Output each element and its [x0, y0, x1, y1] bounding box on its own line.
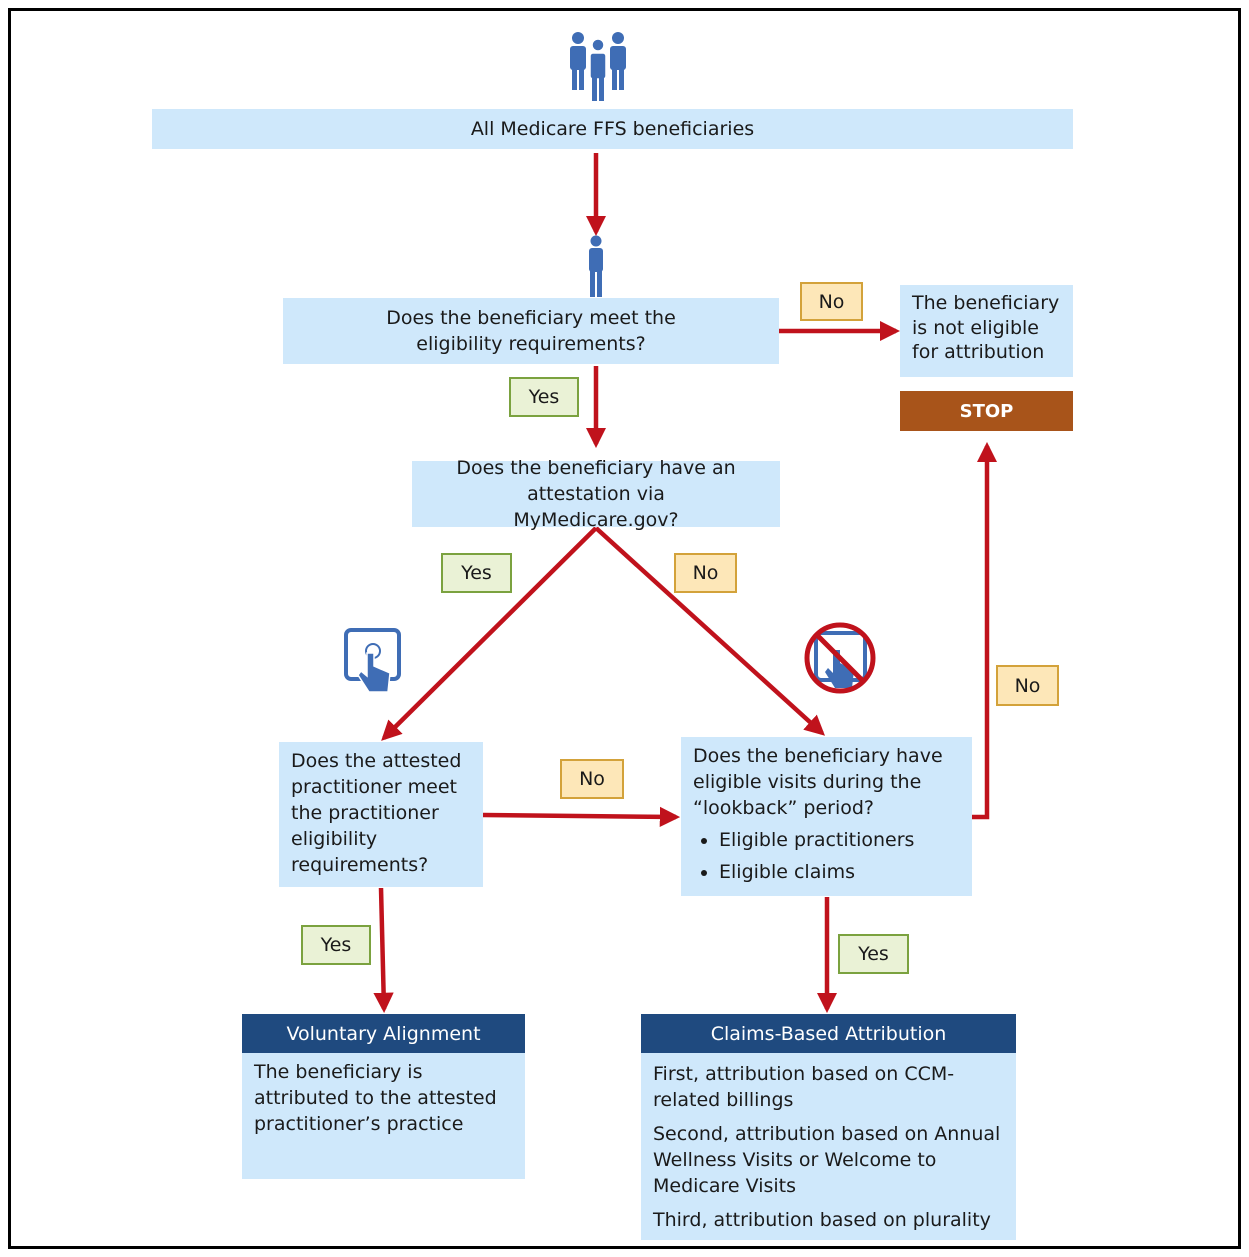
arrow-practitioner-yes [373, 887, 394, 1014]
visits-criteria-item: Eligible practitioners [719, 827, 960, 853]
attestation-question-text: Does the beneficiary have an attestation… [456, 456, 736, 532]
start-label: All Medicare FFS beneficiaries [470, 117, 755, 140]
yes-tag-eligibility: Yes [509, 377, 579, 417]
voluntary-alignment-body: The beneficiary is attributed to the att… [242, 1053, 525, 1179]
eligibility-question-box: Does the beneficiary meet the eligibilit… [283, 298, 779, 364]
yes-tag-attestation: Yes [441, 553, 512, 593]
yes-label: Yes [528, 386, 560, 408]
no-tag-practitioner: No [560, 759, 624, 799]
no-label: No [579, 768, 605, 790]
start-box: All Medicare FFS beneficiaries [152, 109, 1073, 149]
voluntary-alignment-title: Voluntary Alignment [286, 1022, 481, 1045]
visits-criteria-list: Eligible practitioners Eligible claims [693, 827, 960, 885]
group-people-icon [570, 32, 626, 101]
no-touch-icon [804, 622, 876, 694]
claims-step-second: Second, attribution based on Annual Well… [653, 1123, 1001, 1198]
no-label: No [818, 290, 845, 313]
claims-step-first: First, attribution based on CCM-related … [653, 1063, 955, 1112]
touch-tablet-icon [344, 628, 401, 693]
yes-label: Yes [320, 934, 352, 956]
claims-attribution-body: First, attribution based on CCM-related … [641, 1053, 1016, 1240]
visits-question-text: Does the beneficiary have eligible visit… [693, 745, 943, 820]
attestation-question-box: Does the beneficiary have an attestation… [412, 457, 780, 531]
yes-tag-practitioner: Yes [301, 925, 371, 965]
no-tag-visits: No [996, 665, 1059, 706]
not-eligible-text: The beneficiary is not eligible for attr… [912, 292, 1060, 364]
arrow-visits-no [972, 441, 998, 820]
voluntary-alignment-text: The beneficiary is attributed to the att… [254, 1061, 497, 1136]
diagram-frame [8, 8, 1241, 1249]
stop-label: STOP [959, 400, 1014, 422]
stop-badge: STOP [900, 391, 1073, 431]
claims-attribution-header: Claims-Based Attribution [641, 1014, 1016, 1053]
claims-attribution-title: Claims-Based Attribution [710, 1022, 947, 1045]
yes-label: Yes [461, 562, 492, 584]
visits-question-box: Does the beneficiary have eligible visit… [681, 737, 972, 896]
person-icon [589, 235, 603, 297]
not-eligible-box: The beneficiary is not eligible for attr… [900, 285, 1073, 377]
claims-step-third: Third, attribution based on plurality [653, 1209, 991, 1232]
voluntary-alignment-header: Voluntary Alignment [242, 1014, 525, 1053]
no-label: No [1014, 674, 1041, 697]
no-tag-attestation: No [674, 553, 737, 593]
practitioner-question-text: Does the attested practitioner meet the … [291, 750, 462, 877]
eligibility-question-text: Does the beneficiary meet the eligibilit… [386, 306, 676, 355]
no-tag-eligibility: No [800, 282, 863, 321]
arrow-attestation-yes [381, 526, 598, 741]
practitioner-question-box: Does the attested practitioner meet the … [279, 742, 483, 887]
yes-label: Yes [858, 943, 889, 965]
no-label: No [692, 562, 719, 584]
arrow-attestation-no [594, 526, 825, 736]
arrow-practitioner-no [482, 806, 681, 827]
visits-criteria-item: Eligible claims [719, 859, 960, 885]
yes-tag-visits: Yes [838, 934, 909, 974]
